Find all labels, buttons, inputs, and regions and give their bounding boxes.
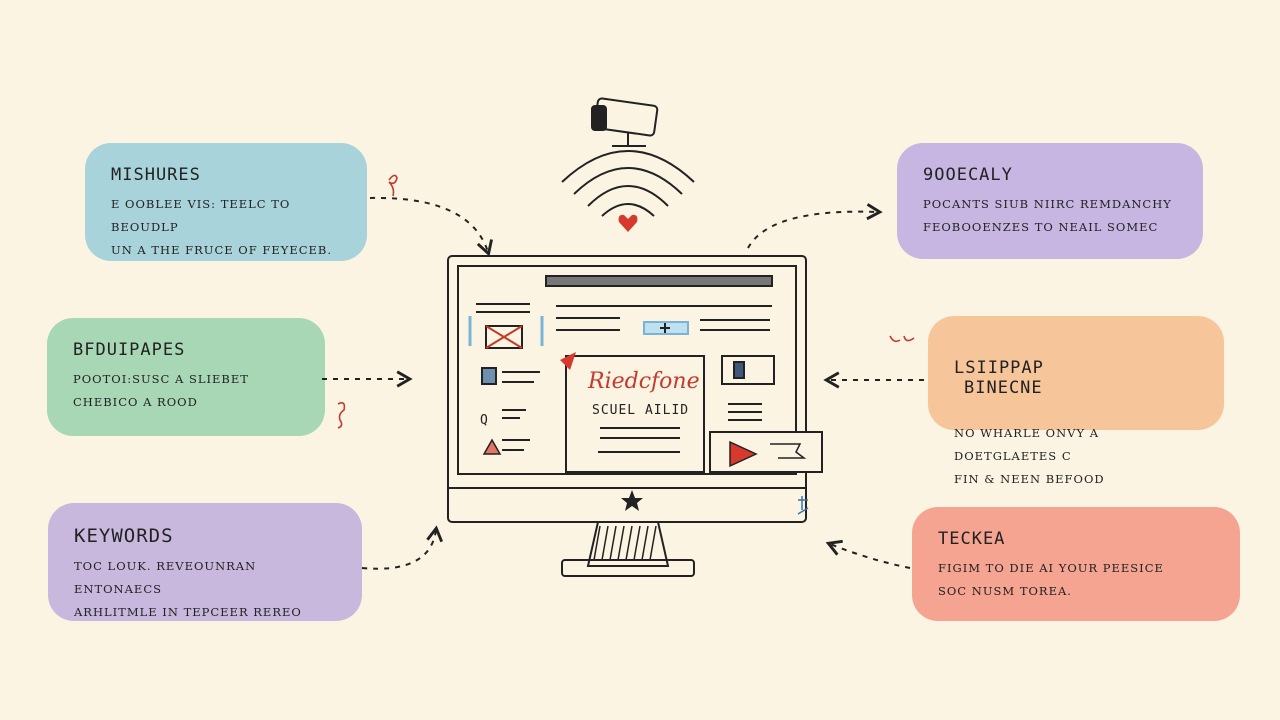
card-line: FEOBOOENZES TO NEAIL SOMEC bbox=[923, 220, 1159, 234]
camera-icon bbox=[591, 97, 659, 147]
card-line: NO WHARLE ONVY A DOETGLAETES C bbox=[954, 426, 1099, 463]
card-mishures: MISHURES E OOBLEE VIS: TEELC TO BEOUDLP … bbox=[85, 143, 367, 261]
card-title: KEYWORDS bbox=[74, 525, 174, 547]
card-lsiippap: LSIIPPAP BINECNE NO WHARLE ONVY A DOETGL… bbox=[928, 316, 1224, 486]
arrow-9oecaly bbox=[747, 203, 883, 249]
card-line: CHEBICO A ROOD bbox=[73, 395, 198, 409]
card-title: TECKEA bbox=[938, 529, 1006, 549]
card-line: POOTOI:SUSC A SLIEBET bbox=[73, 372, 249, 386]
screen-content bbox=[468, 275, 823, 473]
card-keywords: KEYWORDS TOC LOUK. REVEOUNRAN ENTONAECS … bbox=[48, 503, 362, 621]
card-line: UN A THE FRUCE OF FEYECEB. bbox=[111, 243, 333, 257]
card-line: SOC NUSM TOREA. bbox=[938, 584, 1072, 598]
card-title-line2: BINECNE bbox=[964, 378, 1043, 398]
card-line: FIGIM TO DIE AI YOUR PEESICE bbox=[938, 561, 1164, 575]
card-line: TOC LOUK. REVEOUNRAN ENTONAECS bbox=[74, 559, 257, 596]
play-icon bbox=[729, 440, 758, 468]
card-9oecaly: 9OOECALY POCANTS SIUB NIIRC REMDANCHY FE… bbox=[897, 143, 1203, 259]
arrow-mishures bbox=[369, 196, 493, 257]
settings-glyph bbox=[797, 496, 809, 515]
card-title: BFDUIPAPES bbox=[73, 340, 186, 360]
card-title: LSIIPPAP BINECNE bbox=[954, 338, 1198, 418]
cursor-pointer-icon bbox=[560, 352, 576, 370]
warning-icon bbox=[482, 438, 502, 455]
heart-icon bbox=[618, 214, 638, 232]
card-line: FIN & NEEN BEFOOD bbox=[954, 472, 1105, 486]
handwritten-label: Riedcfone bbox=[587, 369, 700, 394]
squiggle-mark bbox=[337, 402, 346, 429]
squiggle-mark bbox=[388, 174, 398, 197]
squiggle-mark bbox=[889, 335, 915, 343]
card-title: 9OOECALY bbox=[923, 165, 1013, 185]
star-icon bbox=[621, 490, 643, 511]
card-title: MISHURES bbox=[111, 165, 201, 185]
connector-arrows bbox=[322, 196, 924, 570]
panel-label: SCUEL AILID bbox=[592, 403, 689, 418]
wifi-signal-icon bbox=[561, 150, 695, 217]
card-line: POCANTS SIUB NIIRC REMDANCHY bbox=[923, 197, 1172, 211]
small-glyph: Q bbox=[480, 413, 489, 428]
arrow-keywords bbox=[361, 525, 444, 570]
card-bfduipapes: BFDUIPAPES POOTOI:SUSC A SLIEBET CHEBICO… bbox=[47, 318, 325, 436]
image-icon bbox=[485, 325, 523, 349]
card-line: E OOBLEE VIS: TEELC TO BEOUDLP bbox=[111, 197, 291, 234]
card-title-line1: LSIIPPAP bbox=[954, 358, 1044, 378]
card-teckea: TECKEA FIGIM TO DIE AI YOUR PEESICE SOC … bbox=[912, 507, 1240, 621]
monitor bbox=[447, 255, 807, 577]
card-line: ARHLITMLE IN TEPCEER REREO bbox=[74, 605, 302, 619]
arrow-teckea bbox=[825, 539, 911, 569]
